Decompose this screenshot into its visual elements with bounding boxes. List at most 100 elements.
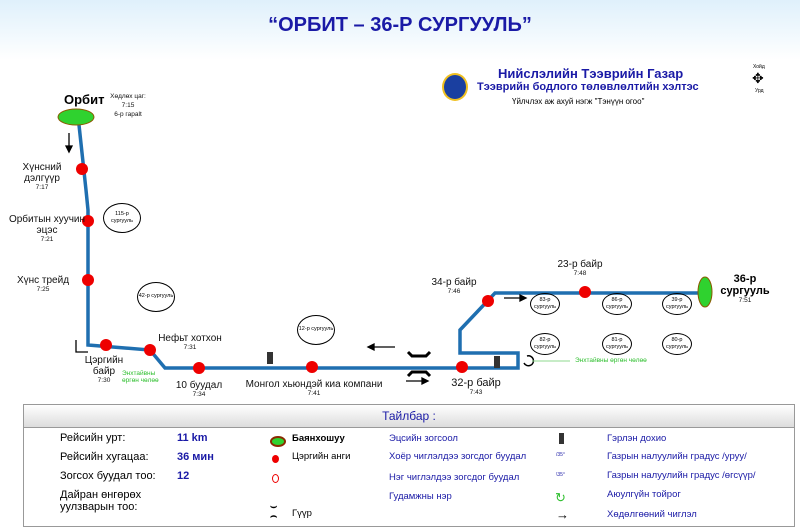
start-info-label: Хөдлөх цаг: — [110, 93, 146, 100]
stop-time: 7:25 — [36, 286, 50, 293]
legend-label: Рейсийн хугацаа: — [60, 451, 149, 463]
school-marker: 39-р сургууль — [662, 293, 692, 315]
stop-marker — [144, 344, 156, 356]
stop-symbol — [272, 455, 279, 463]
bridge-symbol: ⌣⌢ — [270, 501, 278, 522]
bridge-icon — [406, 350, 432, 378]
terminal-symbol — [270, 436, 286, 447]
stop-marker — [482, 295, 494, 307]
school-marker: 83-р сургууль — [530, 293, 560, 315]
stop-markers — [76, 163, 591, 374]
traffic-light-symbol — [559, 433, 564, 444]
legend-symbol-label: Баянхошуу — [292, 433, 345, 444]
start-name: Орбит — [64, 92, 105, 107]
start-depot: 6-р гарalt — [114, 111, 142, 119]
agency-logo — [442, 73, 468, 101]
stop-name: Хүнс трейд — [16, 275, 70, 286]
legend-title: Тайлбар : — [24, 405, 794, 428]
legend-panel: Тайлбар : Рейсийн урт: 11 km Рейсийн хуг… — [23, 404, 795, 527]
safety-loop-symbol: ↻ — [555, 490, 566, 505]
traffic-light-icon — [267, 352, 500, 368]
terminal-end — [697, 276, 713, 308]
legend-label: Зогсох буудал тоо: — [60, 470, 156, 482]
legend-value: 12 — [177, 470, 190, 482]
start-time: 7:15 — [121, 102, 135, 110]
stop-time: 7:46 — [447, 288, 461, 295]
stop-time: 7:30 — [97, 377, 111, 384]
stop-time: 7:21 — [40, 236, 54, 243]
safety-loop-icon — [523, 355, 535, 367]
school-marker: 42-р сургууль — [137, 282, 175, 312]
grade-up-symbol: \35° — [556, 472, 565, 478]
stop-marker — [82, 215, 94, 227]
agency-dept: Тээврийн бодлого төлөвлөлтийн хэлтэс — [477, 81, 699, 93]
stop-name: Монгол хьюндэй киа компани — [245, 379, 383, 390]
stop-name: 10 буудал — [175, 380, 223, 391]
header-band — [0, 0, 800, 60]
compass-north: Хойд — [753, 64, 765, 70]
school-marker: 86-р сургууль — [602, 293, 632, 315]
legend-item: Газрын налуулийн градус /өгсүүр/ — [607, 470, 756, 481]
stop-name: 32-р байр — [451, 377, 501, 389]
legend-item: Эцсийн зогсоол — [389, 433, 458, 444]
legend-value: 11 km — [177, 432, 208, 444]
stop-marker — [456, 361, 468, 373]
legend-label: Дайран өнгөрөх уулзварын тоо: — [60, 489, 142, 513]
school-marker: 81-р сургууль — [602, 333, 632, 355]
stop-marker — [193, 362, 205, 374]
stop-time: 7:43 — [469, 389, 483, 396]
compass-south: Урд — [755, 88, 764, 94]
end-time: 7:51 — [738, 297, 752, 304]
stop-time: 7:17 — [35, 184, 49, 191]
agency-operator: Үйлчлэх аж ахуй нэгж "Тэнүүн огоо" — [512, 97, 645, 106]
legend-item: Газрын налуулийн градус /уруу/ — [607, 451, 747, 462]
agency-name: Нийслэлийн Тээврийн Газар — [498, 66, 684, 81]
terminal-start — [57, 108, 95, 126]
direction-arrow-symbol: → — [556, 507, 569, 522]
stop-time: 7:41 — [307, 390, 321, 397]
legend-value: 36 мин — [177, 451, 214, 463]
street-name: Энхтайвны өргөн чөлөө — [575, 357, 647, 364]
stop-name: Орбитын хуучин эцэс — [8, 214, 86, 236]
stop-time: 7:34 — [192, 391, 206, 398]
stop-marker — [100, 339, 112, 351]
legend-item: Гэрлэн дохио — [607, 433, 667, 444]
grade-down-symbol: /35° — [556, 452, 565, 458]
end-name: 36-р — [733, 273, 757, 285]
page-title: “ОРБИТ – 36-Р СУРГУУЛЬ” — [268, 14, 532, 36]
school-marker: 82-р сургууль — [530, 333, 560, 355]
stop-name: 34-р байр — [431, 277, 477, 288]
route-map — [57, 108, 713, 386]
stop-marker — [306, 361, 318, 373]
school-marker: 12-р сургууль — [297, 315, 335, 345]
stop-marker — [579, 286, 591, 298]
street-name: Энхтайвны өргөн чөлөө — [122, 370, 159, 384]
legend-symbol-label: Цэргийн анги — [292, 451, 351, 462]
legend-item: Хөдөлгөөний чиглэл — [607, 509, 697, 520]
stop-name: Хүнсний дэлгүүр — [22, 162, 62, 184]
direction-arrows — [64, 133, 528, 386]
legend-item: Аюулгүйн тойрог — [607, 489, 681, 500]
stop-name: 23-р байр — [557, 259, 603, 270]
stop-name: Цэргийн байр — [84, 355, 124, 377]
legend-item: Гудамжны нэр — [389, 491, 452, 502]
route-line — [77, 124, 700, 370]
stop-time: 7:31 — [183, 344, 197, 351]
legend-item: Хоёр чиглэлдээ зогсдог буудал — [389, 451, 527, 462]
stop-name: Нефьт хотхон — [158, 333, 222, 344]
stop-marker — [82, 274, 94, 286]
school-marker: 115-р сургууль — [103, 203, 141, 233]
legend-symbol-label: Гүүр — [292, 508, 312, 519]
legend-label: Рейсийн урт: — [60, 432, 126, 444]
